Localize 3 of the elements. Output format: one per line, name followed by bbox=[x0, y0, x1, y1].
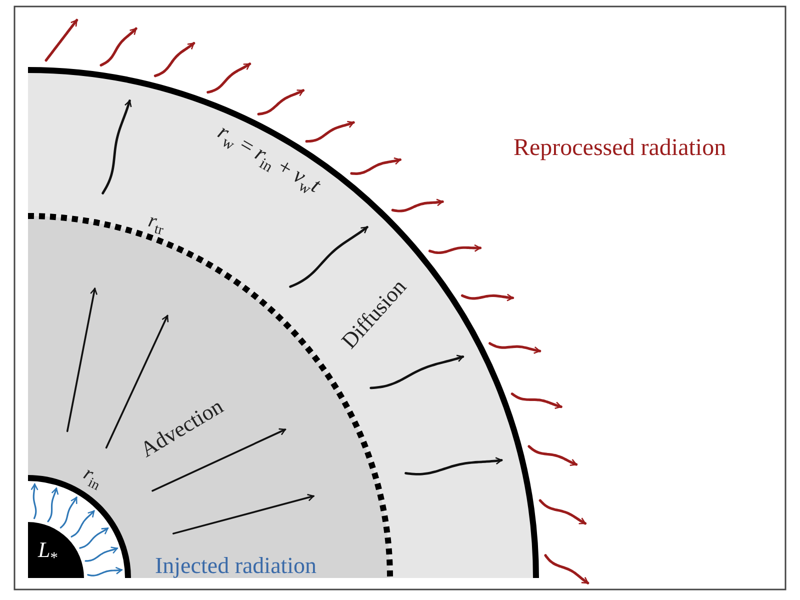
injected-radiation-label: Injected radiation bbox=[155, 554, 317, 576]
luminosity-label: L$_{*}$ bbox=[38, 538, 58, 566]
reprocessed-radiation-label: Reprocessed radiation bbox=[514, 136, 726, 160]
